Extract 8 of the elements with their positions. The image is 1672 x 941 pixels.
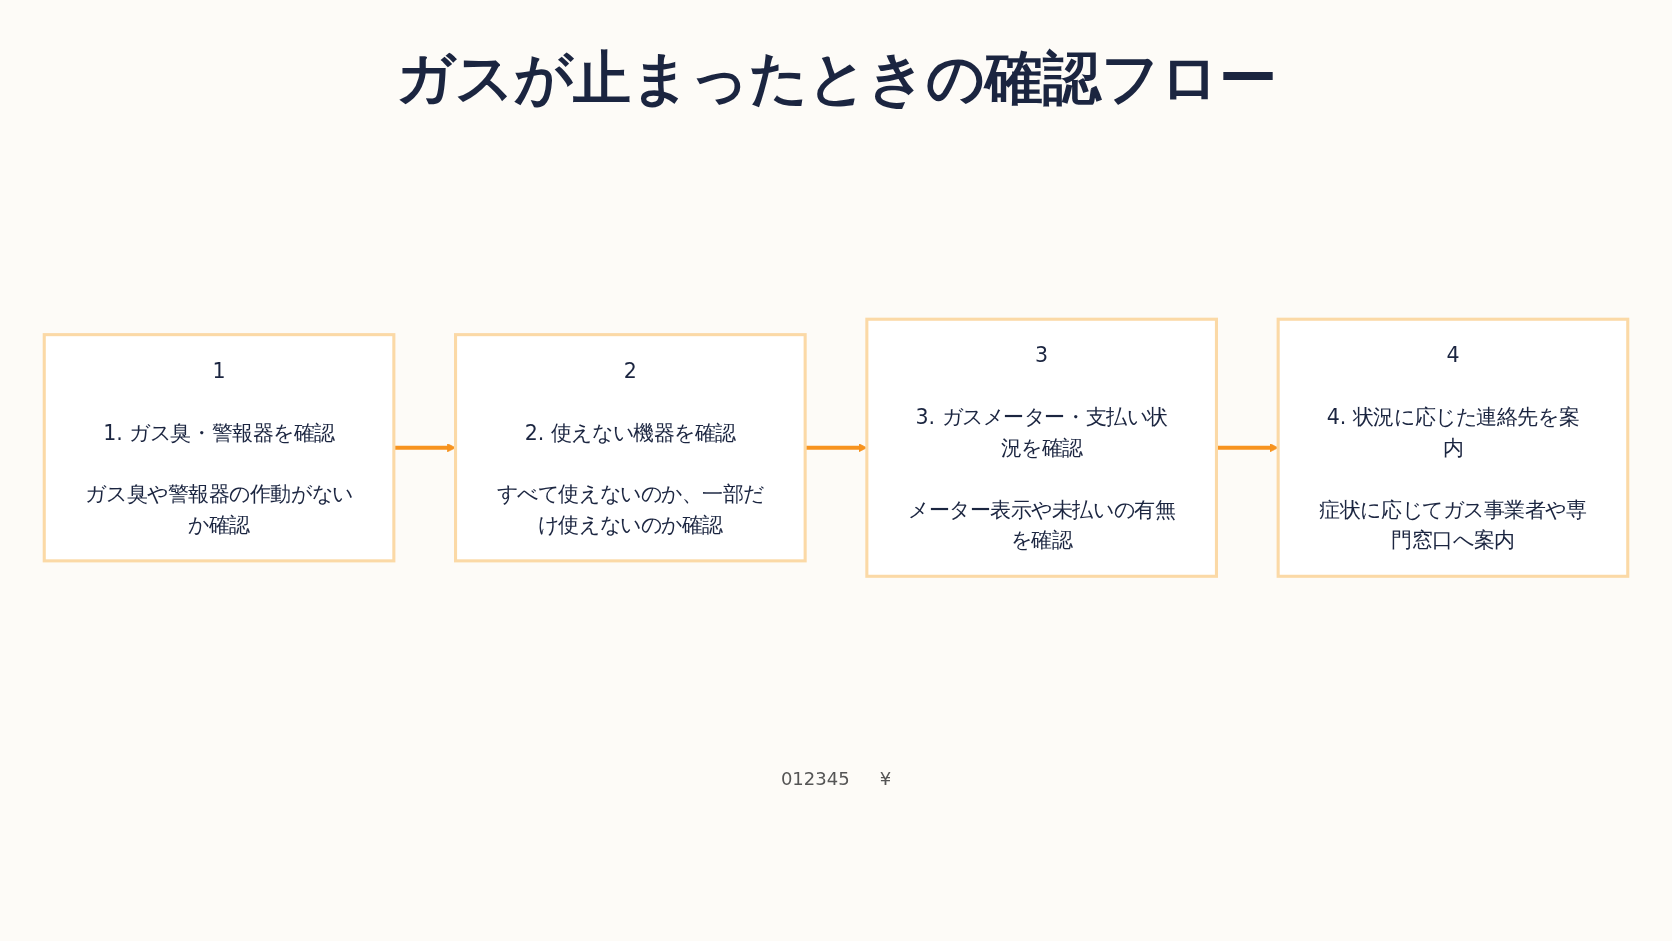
node-box: 3 3. ガスメーター・支払い状況を確認 メーター表示や未払いの有無を確認 — [865, 317, 1218, 579]
title: ガスが止まったときの確認フロー — [394, 43, 1278, 114]
node-box: 2 2. 使えない機器を確認 すべて使えないのか、一部だけ使えないのか確認 — [454, 333, 807, 563]
node-box: 4 4. 状況に応じた連絡先を案内 症状に応じてガス事業者や専門窓口へ案内 — [1276, 317, 1630, 579]
node-box: 1 1. ガス臭・警報器を確認 ガス臭や警報器の作動がないか確認 — [42, 333, 396, 563]
arrow — [805, 443, 868, 453]
illustration-label: ¥ — [879, 768, 892, 789]
illustration-label: 012345 — [780, 768, 850, 789]
